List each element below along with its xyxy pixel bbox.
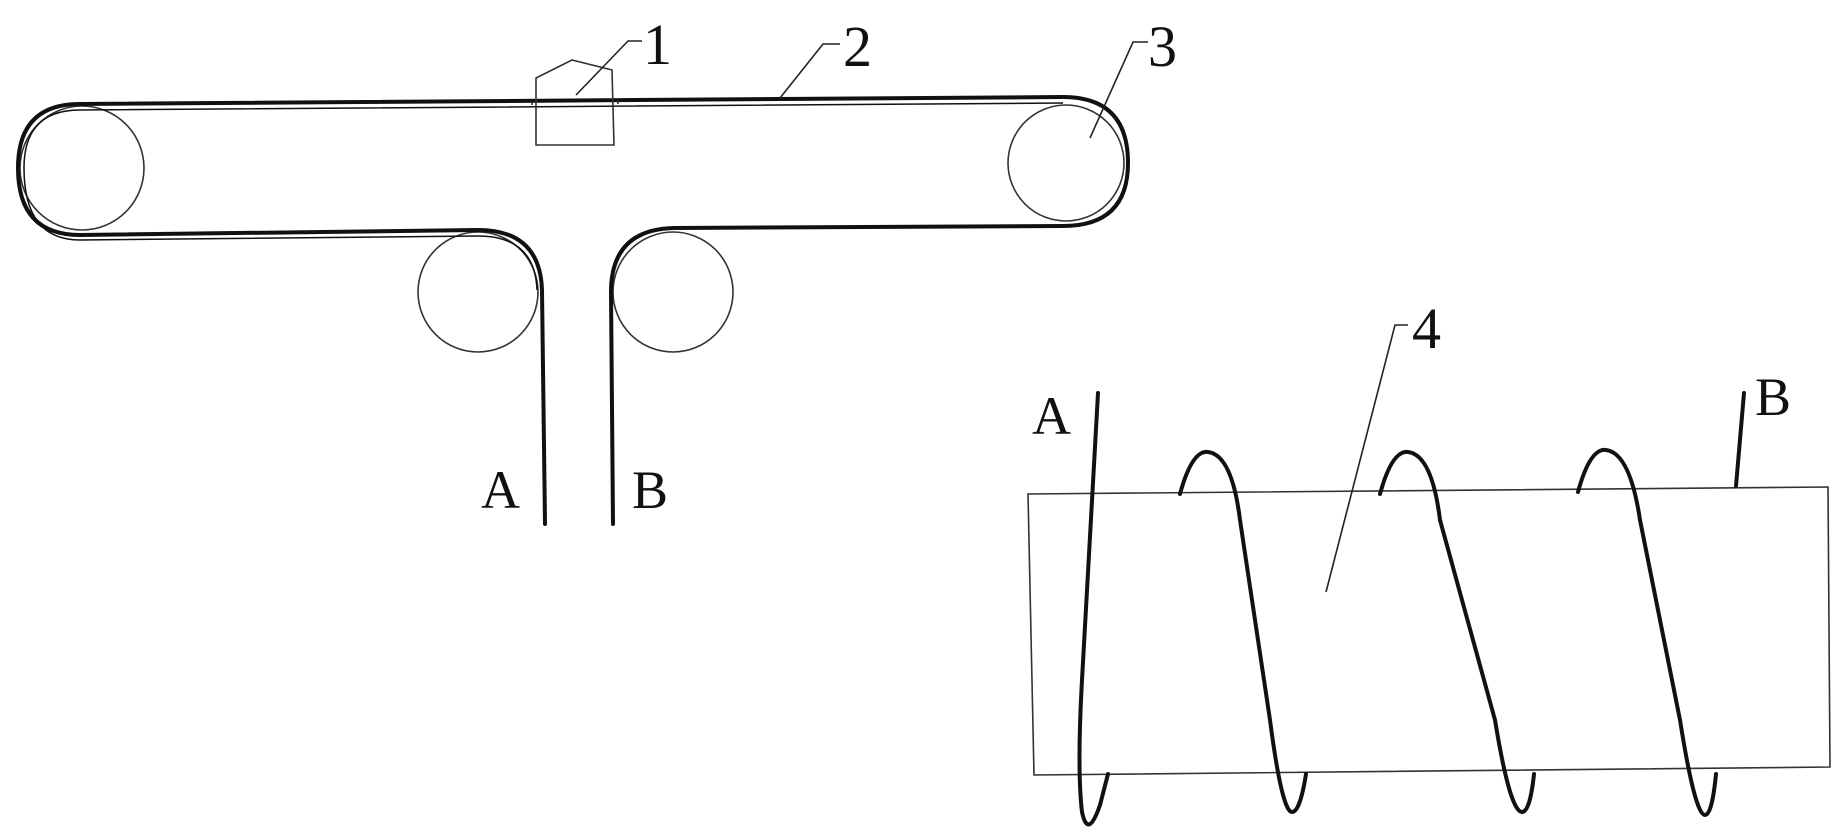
label-end-a-top: A xyxy=(481,460,520,520)
lower-left-guide-roller xyxy=(417,231,539,353)
pentagon-block-edge xyxy=(531,101,619,105)
belt-assembly: 1 2 3 A B xyxy=(16,12,1177,526)
coil-wire xyxy=(1077,391,1746,827)
label-end-a-coil: A xyxy=(1032,386,1071,446)
label-part-3: 3 xyxy=(1148,14,1177,79)
label-part-4: 4 xyxy=(1412,296,1441,361)
right-end-roller xyxy=(1007,104,1125,222)
leader-3 xyxy=(1089,41,1148,139)
belt-wire xyxy=(16,95,1130,526)
label-end-b-coil: B xyxy=(1755,367,1791,427)
pentagon-block xyxy=(535,59,615,146)
rod xyxy=(1027,486,1831,776)
label-part-2: 2 xyxy=(843,14,872,79)
belt-wire-inner xyxy=(23,102,1064,291)
leader-4 xyxy=(1325,324,1408,593)
leader-1 xyxy=(575,40,642,96)
coil-assembly: 4 A B xyxy=(1027,296,1831,827)
label-end-b-top: B xyxy=(632,460,668,520)
lower-right-guide-roller xyxy=(612,231,734,353)
leader-2 xyxy=(779,43,840,99)
label-part-1: 1 xyxy=(643,12,672,77)
